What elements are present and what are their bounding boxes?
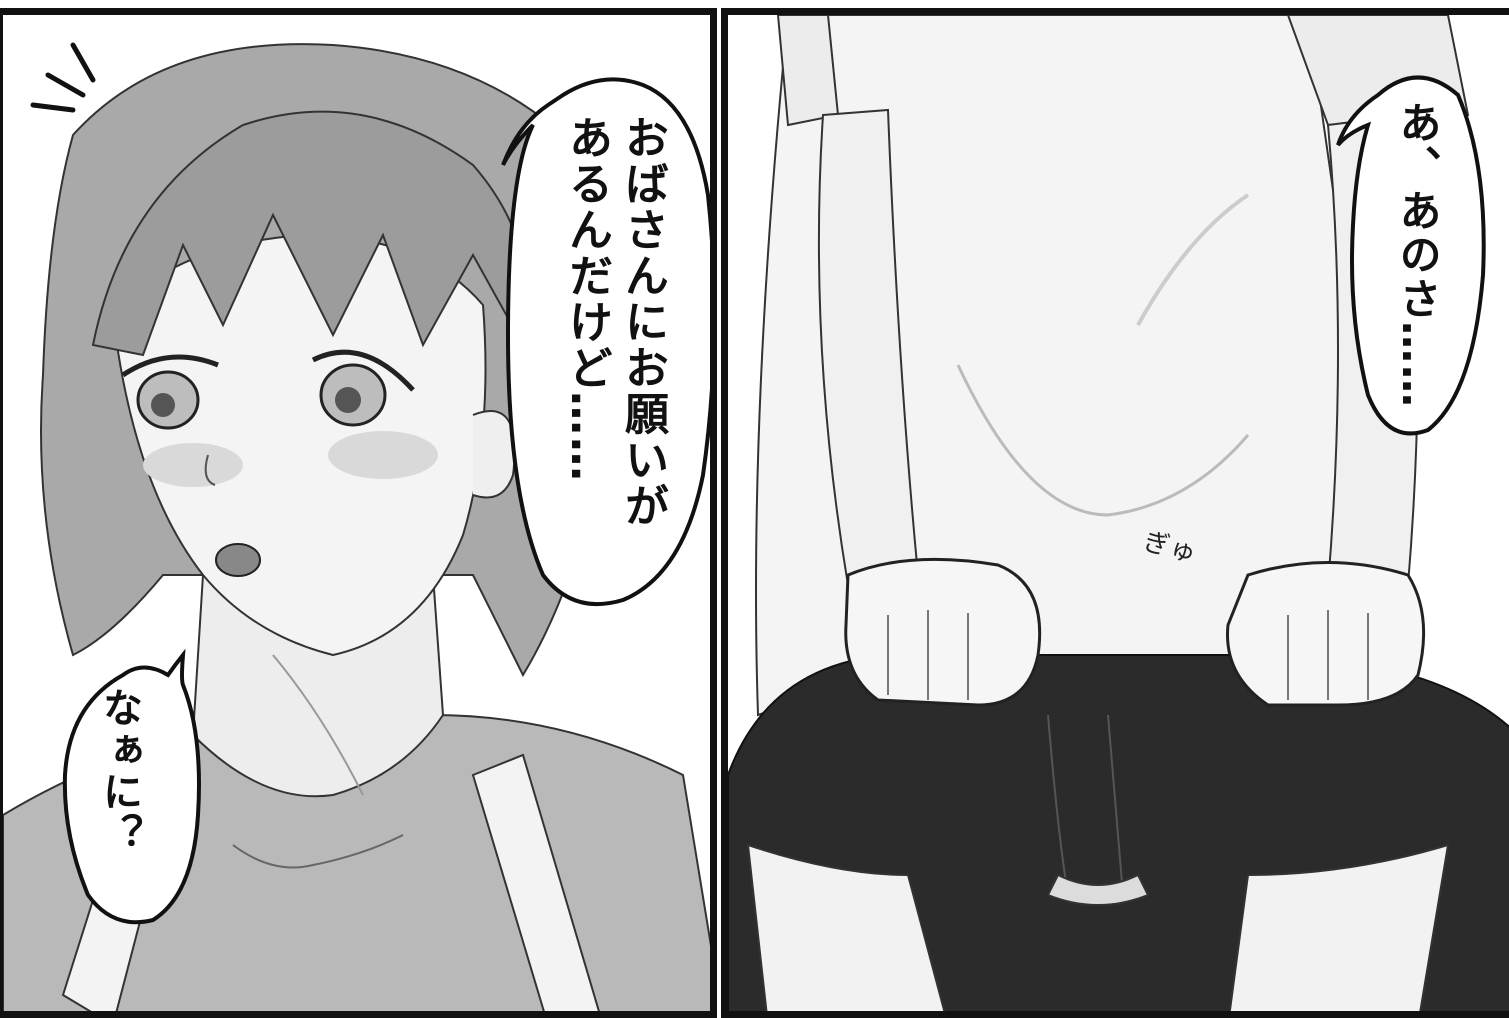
boy-illustration (728, 15, 1509, 1011)
speech-bubble-small (62, 648, 201, 925)
left-fist (844, 557, 1042, 707)
speech-bubble-main (501, 77, 710, 607)
right-fist (1226, 561, 1426, 707)
woman-illustration (3, 42, 710, 1011)
speech-text-right: あ、あのさ…… (1393, 101, 1442, 409)
speech-text-main: おばさんにお願いが あるんだけど…… (561, 115, 668, 529)
left-panel: おばさんにお願いが あるんだけど…… なぁに？ (0, 8, 717, 1018)
right-panel: あ、あのさ…… ぎゅ (721, 8, 1509, 1018)
speech-text-small: なぁに？ (96, 687, 142, 855)
speech-bubble-right (1336, 75, 1486, 436)
